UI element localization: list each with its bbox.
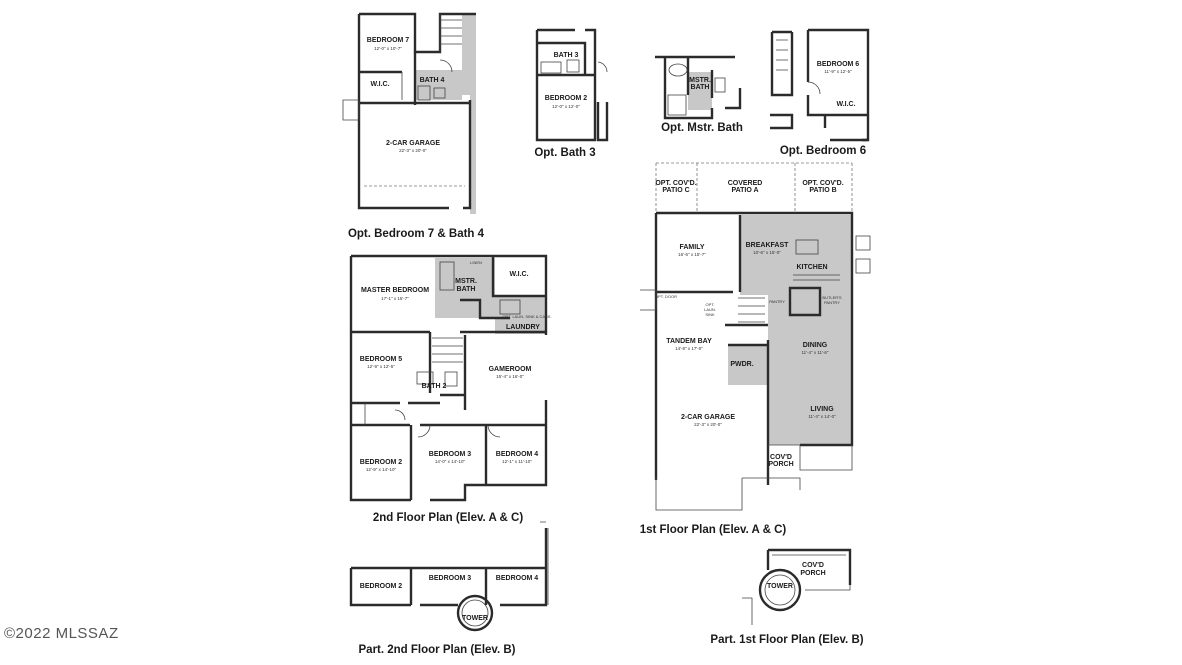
bedroom7-dimensions: 12'-0" x 10'-7" bbox=[374, 46, 402, 51]
bedroom3-label: BEDROOM 3 bbox=[429, 451, 472, 458]
covd-porch-label-1: COV'D bbox=[770, 454, 792, 461]
opt-laun-sink-label-3: SINK bbox=[705, 312, 715, 317]
laundry-note: OPT. LAUN. SINK & CABS. bbox=[502, 314, 551, 319]
butlers-pantry-label-2: PANTRY bbox=[824, 300, 840, 305]
mstr-bath-label-1: MSTR. bbox=[455, 278, 477, 285]
master-bedroom-label: MASTER BEDROOM bbox=[361, 287, 429, 294]
caption-first-floor: 1st Floor Plan (Elev. A & C) bbox=[640, 524, 787, 536]
family-dimensions: 16'-6" x 15'-7" bbox=[678, 252, 706, 257]
mstr-bath-label-2: BATH bbox=[457, 286, 476, 293]
caption-opt-bedroom6: Opt. Bedroom 6 bbox=[780, 145, 866, 157]
opt-patio-c-label-1: OPT. COV'D. bbox=[655, 180, 696, 187]
wic-label-master: W.I.C. bbox=[509, 271, 528, 278]
breakfast-dimensions: 10'-6" x 15'-0" bbox=[753, 250, 781, 255]
mstr-bath-opt-label-2: BATH bbox=[691, 84, 710, 91]
first-floor-plan: OPT. COV'D. PATIO C COVERED PATIO A OPT.… bbox=[640, 162, 871, 536]
breakfast-label: BREAKFAST bbox=[746, 242, 790, 249]
bath4-label: BATH 4 bbox=[420, 77, 445, 84]
bedroom5-dimensions: 12'-9" x 12'-5" bbox=[367, 364, 395, 369]
bedroom2-label: BEDROOM 2 bbox=[360, 459, 403, 466]
family-label: FAMILY bbox=[679, 244, 704, 251]
opt-bedroom6-plan: BEDROOM 6 11'-9" x 12'-5" W.I.C. Opt. Be… bbox=[770, 28, 870, 157]
opt-patio-b-label-1: OPT. COV'D. bbox=[802, 180, 843, 187]
covd-porch-label-2: PORCH bbox=[768, 461, 793, 468]
covered-patio-label-1: COVERED bbox=[728, 180, 763, 187]
caption-opt-master-bath: Opt. Mstr. Bath bbox=[661, 122, 743, 134]
part1-tower-label: TOWER bbox=[767, 583, 793, 590]
bedroom7-label: BEDROOM 7 bbox=[367, 37, 410, 44]
tandem-bay-label: TANDEM BAY bbox=[666, 338, 712, 345]
tandem-bay-dimensions: 14'-8" x 17'-0" bbox=[675, 346, 703, 351]
opt-bath3-plan: BATH 3 BEDROOM 2 12'-0" x 12'-0" Opt. Ba… bbox=[534, 28, 609, 159]
bedroom4-dimensions: 12'-1" x 11'-10" bbox=[502, 459, 532, 464]
garage-label: 2-CAR GARAGE bbox=[681, 414, 735, 421]
caption-opt-bedroom7-bath4: Opt. Bedroom 7 & Bath 4 bbox=[348, 228, 485, 240]
bedroom2-dimensions: 12'-9" x 14'-10" bbox=[366, 467, 397, 472]
copyright-watermark: ©2022 MLSSAZ bbox=[4, 625, 119, 642]
opt-master-bath-plan: MSTR. BATH Opt. Mstr. Bath bbox=[655, 55, 743, 134]
bedroom6-label: BEDROOM 6 bbox=[817, 61, 860, 68]
part2-bedroom3-label: BEDROOM 3 bbox=[429, 575, 472, 582]
garage-dimensions-opt: 22'-3" x 20'-0" bbox=[399, 148, 427, 153]
wic-label-bed7: W.I.C. bbox=[370, 81, 389, 88]
wic-label-bed6: W.I.C. bbox=[836, 101, 855, 108]
dining-label: DINING bbox=[803, 342, 828, 349]
caption-partial-first-floor: Part. 1st Floor Plan (Elev. B) bbox=[710, 634, 863, 646]
bedroom4-label: BEDROOM 4 bbox=[496, 451, 539, 458]
covered-patio-label-2: PATIO A bbox=[731, 187, 758, 194]
powder-room-label: PWDR. bbox=[730, 361, 753, 368]
caption-partial-second-floor: Part. 2nd Floor Plan (Elev. B) bbox=[359, 644, 516, 656]
caption-opt-bath3: Opt. Bath 3 bbox=[534, 147, 595, 159]
bath3-label: BATH 3 bbox=[554, 52, 579, 59]
caption-second-floor: 2nd Floor Plan (Elev. A & C) bbox=[373, 512, 524, 524]
dining-dimensions: 11'-4" x 11'-6" bbox=[801, 350, 828, 355]
living-dimensions: 11'-4" x 14'-0" bbox=[808, 414, 836, 419]
bedroom6-dimensions: 11'-9" x 12'-5" bbox=[824, 69, 852, 74]
living-label: LIVING bbox=[810, 406, 834, 413]
bedroom5-label: BEDROOM 5 bbox=[360, 356, 403, 363]
part2-tower-label: TOWER bbox=[462, 615, 488, 622]
partial-second-floor-plan: BEDROOM 2 BEDROOM 3 BEDROOM 4 TOWER Part… bbox=[349, 521, 549, 656]
bath2-label: BATH 2 bbox=[422, 383, 447, 390]
pantry-label: PANTRY bbox=[769, 299, 785, 304]
butlers-pantry-label-1: BUTLER'S bbox=[822, 295, 842, 300]
laundry-label: LAUNDRY bbox=[506, 324, 540, 331]
partial-first-floor-plan: COV'D PORCH TOWER Part. 1st Floor Plan (… bbox=[710, 548, 864, 646]
master-bedroom-dimensions: 17'-1" x 15'-7" bbox=[381, 296, 409, 301]
opt-door-label: OPT. DOOR bbox=[655, 294, 677, 299]
bedroom2-opt-label: BEDROOM 2 bbox=[545, 95, 588, 102]
garage-dimensions: 22'-3" x 20'-0" bbox=[694, 422, 722, 427]
opt-laun-sink-label-1: OPT. bbox=[706, 302, 715, 307]
gameroom-label: GAMEROOM bbox=[489, 366, 532, 373]
bedroom2-opt-dimensions: 12'-0" x 12'-0" bbox=[552, 104, 580, 109]
second-floor-plan: MASTER BEDROOM 17'-1" x 15'-7" LINEN W.I… bbox=[349, 254, 552, 524]
opt-bedroom7-bath4-plan: BEDROOM 7 12'-0" x 10'-7" BATH 4 W.I.C. … bbox=[342, 12, 485, 240]
garage-label-opt: 2-CAR GARAGE bbox=[386, 140, 440, 147]
part1-covd-porch-label-2: PORCH bbox=[800, 570, 825, 577]
opt-laun-sink-label-2: LAUN. bbox=[704, 307, 716, 312]
part1-covd-porch-label-1: COV'D bbox=[802, 562, 824, 569]
opt-patio-c-label-2: PATIO C bbox=[662, 187, 689, 194]
kitchen-label: KITCHEN bbox=[796, 264, 827, 271]
part2-bedroom2-label: BEDROOM 2 bbox=[360, 583, 403, 590]
mstr-bath-opt-label-1: MSTR. bbox=[689, 77, 711, 84]
linen-label: LINEN bbox=[470, 260, 482, 265]
opt-patio-b-label-2: PATIO B bbox=[809, 187, 836, 194]
gameroom-dimensions: 15'-4" x 16'-0" bbox=[496, 374, 524, 379]
part2-bedroom4-label: BEDROOM 4 bbox=[496, 575, 539, 582]
bedroom3-dimensions: 14'-0" x 14'-10" bbox=[435, 459, 466, 464]
